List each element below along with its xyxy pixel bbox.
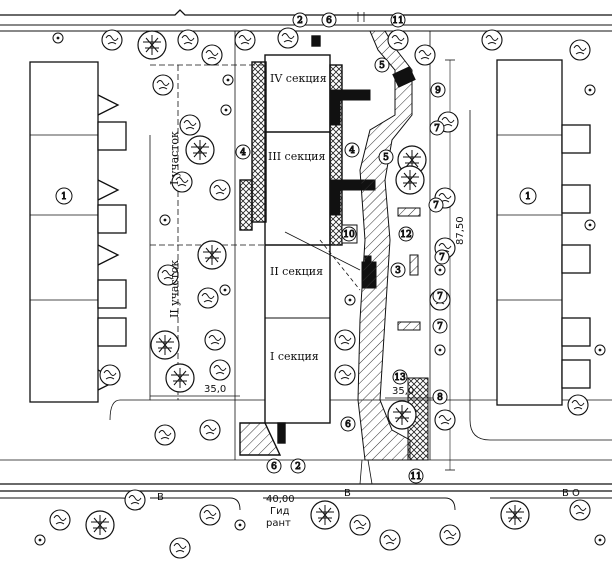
svg-text:6: 6 — [345, 420, 351, 430]
marker-6-top: 6 — [321, 12, 337, 28]
svg-text:7: 7 — [433, 201, 439, 211]
section-1-label: I секция — [270, 350, 319, 363]
marker-7-a: 7 — [429, 120, 445, 136]
marker-4-inner: 4 — [344, 142, 360, 158]
marker-11-bottom: 11 — [408, 468, 424, 484]
svg-text:12: 12 — [400, 230, 411, 240]
marker-8: 8 — [432, 389, 448, 405]
building-left — [29, 61, 151, 421]
svg-text:7: 7 — [434, 124, 440, 134]
hydrant-label-1: Гид — [270, 506, 290, 517]
section-2-label: II секция — [270, 265, 323, 278]
svg-text:11: 11 — [410, 472, 421, 482]
marker-6-bottom-left: 6 — [266, 458, 282, 474]
section-4-label: IV секция — [270, 72, 327, 85]
central-building — [239, 35, 343, 456]
street-mark-bo: В О — [562, 488, 580, 499]
marker-2-bottom: 2 — [290, 458, 306, 474]
markers: 1 1 2 6 11 5 9 7 4 4 5 7 10 12 7 3 7 7 1… — [55, 12, 537, 484]
svg-text:7: 7 — [437, 292, 443, 302]
marker-2-top: 2 — [292, 12, 308, 28]
svg-text:4: 4 — [349, 146, 355, 156]
street-width-dimension: 40,00 — [266, 494, 295, 505]
marker-1-right: 1 — [519, 187, 537, 205]
svg-text:1: 1 — [525, 192, 531, 202]
svg-text:1: 1 — [61, 192, 67, 202]
marker-5-upper: 5 — [374, 57, 390, 73]
length-dimension: 87,50 — [455, 216, 466, 245]
street-mark-b2: В — [344, 488, 351, 499]
svg-text:13: 13 — [394, 373, 406, 383]
street-mark-b1: В — [157, 492, 164, 503]
marker-9: 9 — [430, 82, 446, 98]
marker-4-left: 4 — [235, 144, 251, 160]
svg-text:5: 5 — [379, 61, 385, 71]
width-dimension-right: 35,0 — [392, 386, 414, 397]
marker-3: 3 — [390, 262, 406, 278]
marker-12: 12 — [398, 226, 414, 242]
svg-text:11: 11 — [392, 16, 403, 26]
marker-13: 13 — [392, 369, 408, 385]
section-3-label: III секция — [268, 150, 325, 163]
svg-text:5: 5 — [383, 153, 389, 163]
driveway — [330, 30, 429, 461]
svg-text:4: 4 — [240, 148, 246, 158]
marker-11-top: 11 — [390, 12, 406, 28]
svg-text:2: 2 — [295, 462, 301, 472]
plot-1-label: I участок — [168, 131, 181, 185]
marker-5-lower: 5 — [378, 149, 394, 165]
marker-7-b: 7 — [428, 197, 444, 213]
svg-text:2: 2 — [297, 16, 303, 26]
plot-2-label: II участок — [168, 260, 181, 318]
svg-text:10: 10 — [343, 230, 355, 240]
building-right — [469, 59, 612, 441]
marker-10: 10 — [341, 226, 357, 242]
svg-text:3: 3 — [395, 266, 401, 276]
marker-7-c: 7 — [434, 249, 450, 265]
svg-text:6: 6 — [271, 462, 277, 472]
svg-text:7: 7 — [439, 253, 445, 263]
svg-text:6: 6 — [326, 16, 332, 26]
hydrant-label-2: рант — [266, 518, 291, 529]
marker-7-d: 7 — [432, 288, 448, 304]
svg-text:8: 8 — [437, 393, 443, 403]
marker-6-bottom: 6 — [340, 416, 356, 432]
marker-7-e: 7 — [432, 318, 448, 334]
bottom-street — [0, 399, 612, 511]
marker-1-left: 1 — [55, 187, 73, 205]
svg-text:7: 7 — [437, 322, 443, 332]
svg-text:9: 9 — [435, 86, 441, 96]
width-dimension-left: 35,0 — [204, 384, 226, 395]
